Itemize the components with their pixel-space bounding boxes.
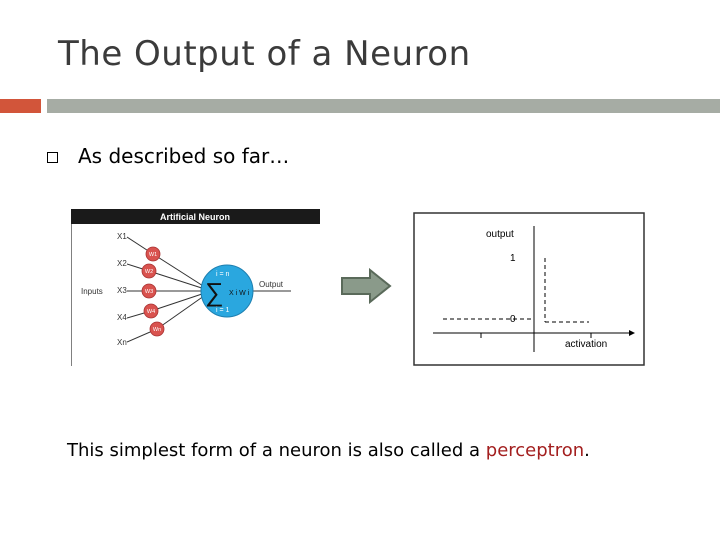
right-arrow-icon xyxy=(340,267,392,305)
caption: This simplest form of a neuron is also c… xyxy=(67,440,590,461)
step-function-graph: output 1 0 activation xyxy=(413,212,645,366)
weight-label: Wn xyxy=(153,327,161,333)
divider-bar xyxy=(47,99,720,113)
sum-bottom-label: i = 1 xyxy=(216,307,230,314)
weight-node xyxy=(145,246,161,262)
weight-node xyxy=(149,321,165,337)
input-label: X3 xyxy=(117,286,127,295)
x-axis-label: activation xyxy=(565,339,607,350)
weight-label: W1 xyxy=(149,252,157,258)
weight-node xyxy=(143,303,159,319)
weight-label: W2 xyxy=(145,269,153,275)
bullet-text: As described so far… xyxy=(78,144,290,168)
caption-end: . xyxy=(584,440,590,461)
y-low-label: 0 xyxy=(510,314,516,325)
artificial-neuron-diagram: Artificial Neuron X1 X2 X3 X4 Xn Inputs xyxy=(70,209,320,366)
input-label: X4 xyxy=(117,313,127,322)
caption-text: This simplest form of a neuron is also c… xyxy=(67,440,486,461)
input-label: X1 xyxy=(117,232,127,241)
weight-node xyxy=(141,283,157,299)
weight-label: W3 xyxy=(145,289,153,295)
sum-symbol: ∑ xyxy=(205,277,224,307)
inputs-label: Inputs xyxy=(81,287,103,296)
sum-term: X i W i xyxy=(229,290,250,297)
weight-label: W4 xyxy=(147,309,155,315)
neuron-body xyxy=(200,264,254,318)
input-label: Xn xyxy=(117,338,127,347)
weight-node xyxy=(141,263,157,279)
perceptron-term: perceptron xyxy=(485,440,585,461)
y-axis-label: output xyxy=(486,229,514,240)
diagram-header: Artificial Neuron xyxy=(160,212,230,222)
input-label: X2 xyxy=(117,259,127,268)
y-high-label: 1 xyxy=(510,253,516,264)
output-label: Output xyxy=(259,280,284,289)
accent-bar xyxy=(0,99,41,113)
slide-title: The Output of a Neuron xyxy=(58,34,471,74)
sum-top-label: i = n xyxy=(216,271,230,278)
bullet-square-icon xyxy=(47,152,58,163)
